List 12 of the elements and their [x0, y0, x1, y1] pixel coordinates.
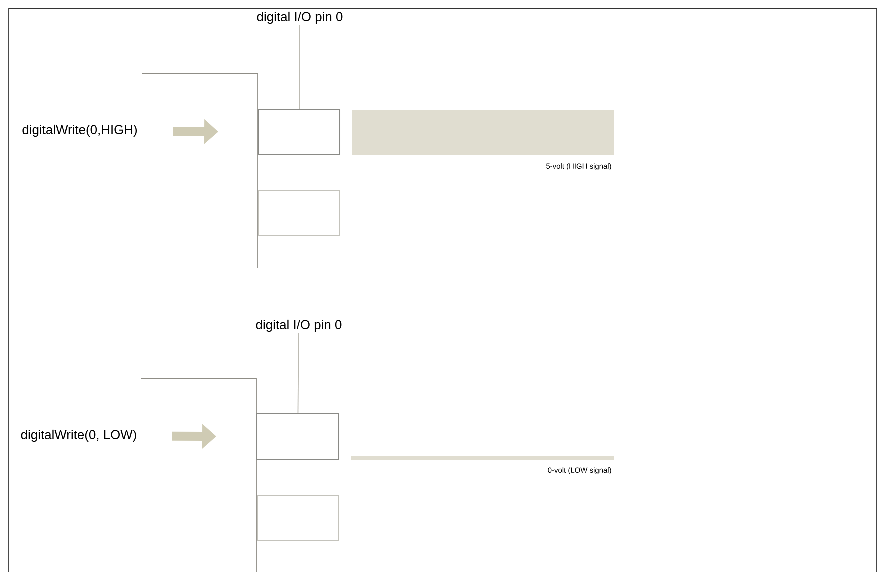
command-text: digitalWrite(0, LOW): [21, 430, 136, 442]
signal-bar: [351, 456, 614, 460]
pin-box: [256, 414, 340, 460]
pin-box: [258, 496, 340, 542]
pin-label: digital I/O pin 0: [256, 320, 342, 332]
leader-line: [298, 332, 300, 414]
leader-line: [299, 24, 300, 110]
pin-box: [258, 190, 340, 236]
signal-bar: [352, 110, 614, 155]
pin-box: [258, 110, 340, 156]
pin-label: digital I/O pin 0: [257, 12, 343, 24]
command-text: digitalWrite(0,HIGH): [22, 124, 138, 138]
